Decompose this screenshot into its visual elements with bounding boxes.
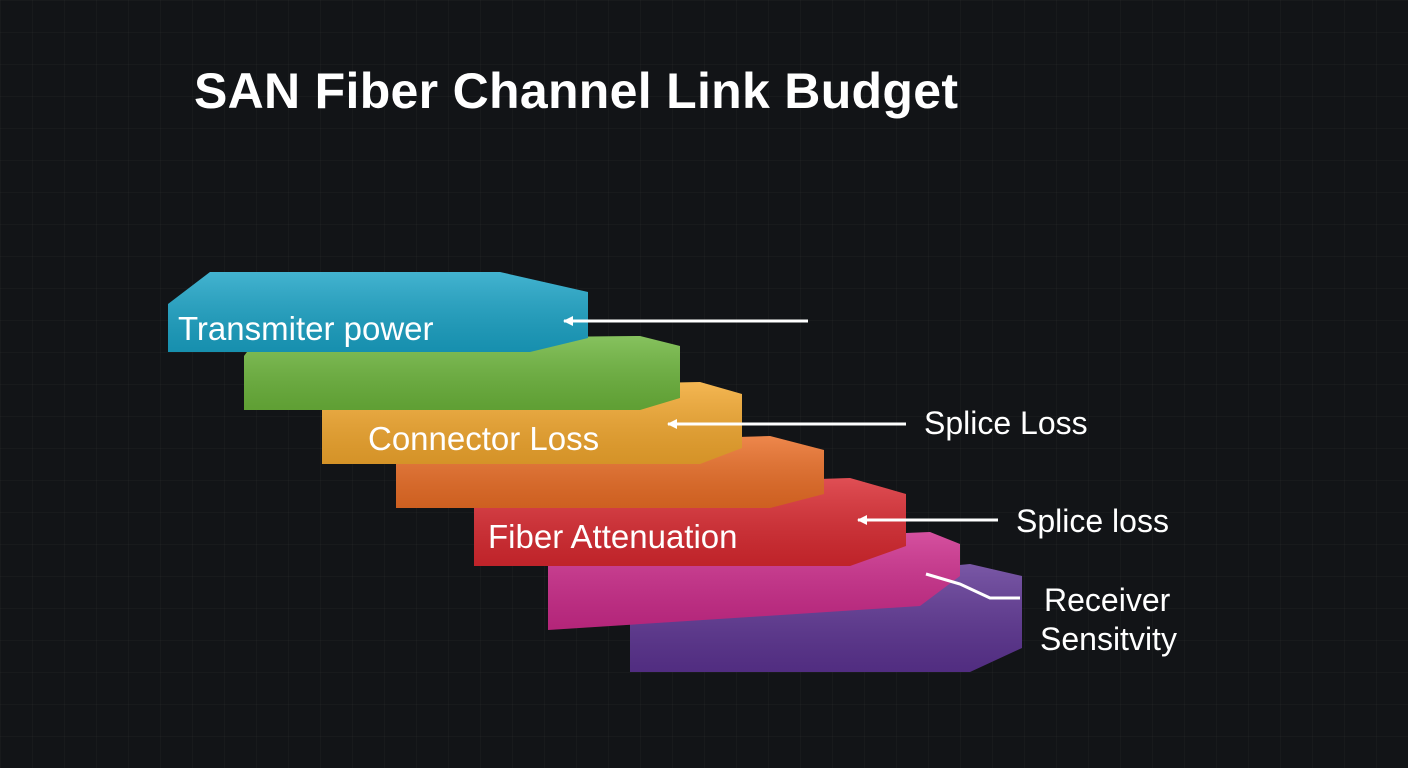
annotation-receiver-line2: Sensitvity: [1040, 621, 1177, 657]
annotation-splice-loss-1: Splice Loss: [924, 405, 1088, 441]
step-label-fiber-attenuation: Fiber Attenuation: [488, 518, 738, 555]
annotation-receiver-line1: Receiver: [1044, 582, 1171, 618]
step-shade: [168, 272, 588, 352]
step-green: [244, 336, 680, 410]
step-label-connector-loss: Connector Loss: [368, 420, 599, 457]
step-shade: [244, 336, 680, 410]
connector-receiver-sensitivity: [925, 572, 1020, 600]
step-label-transmitter-power: Transmiter power: [178, 310, 434, 347]
page-title: SAN Fiber Channel Link Budget: [194, 63, 959, 119]
annotation-splice-loss-2: Splice loss: [1016, 503, 1169, 539]
step-transmitter-power: [168, 272, 588, 352]
